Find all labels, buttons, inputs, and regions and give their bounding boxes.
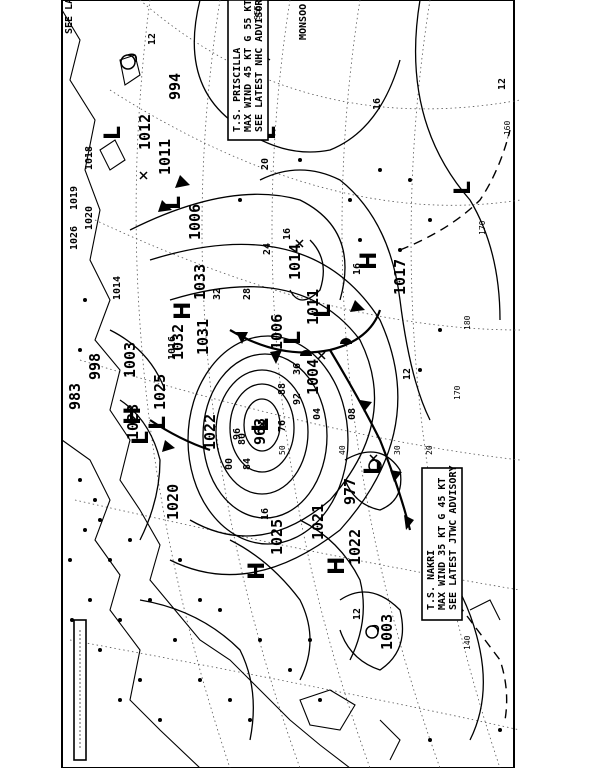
high-center: H [171,302,196,320]
top-label-monsoon: MONSOO [298,4,309,40]
isobar-label: 12 [402,368,413,380]
advisory-note: SEE LATEST NHC ADVISORY [254,0,265,132]
pressure-label: 1003 [121,342,139,378]
pressure-label: 998 [86,353,104,380]
isobar-label: 36 [292,363,303,375]
low-center: L [311,304,336,318]
pressure-label: 1033 [191,264,209,300]
lon-label: 170 [453,385,462,400]
isobar-label: 76 [277,420,288,432]
advisory-name: T.S. NAKRI [426,550,437,610]
isobars [109,0,511,741]
lat-label: 40 [338,445,347,455]
coastlines [61,9,501,768]
low-center: L [281,331,306,345]
lon-label: 180 [463,315,472,330]
pressure-label: 1017 [391,259,409,295]
low-center: L [129,431,154,445]
isobar-label: 80 [237,433,248,445]
pressure-label: 1022 [201,414,219,450]
advisory-box-nakri: T.S. NAKRI MAX WIND 35 KT G 45 KT SEE LA… [421,466,463,621]
lat-label: 50 [278,445,287,455]
pressure-label: 963 [251,418,269,445]
chart-frame [61,0,515,768]
pressure-label: 1022 [346,529,364,565]
high-center: H [357,252,382,270]
pressure-label: 1011 [156,139,174,175]
isobar-label: 12 [147,33,158,45]
isobar-label: 16 [372,98,383,110]
lon-label: -160 [503,121,512,140]
low-center: L [161,196,186,210]
pressure-label: 1014 [286,244,304,280]
isobar-value-labels: 12 16 20 24 28 32 36 04 08 00 96 92 88 8… [147,33,508,620]
isobar-label: 20 [260,158,271,170]
isobar-label: 16 [282,228,293,240]
isobar-label: 12 [497,78,508,90]
pressure-label: 1016 [167,336,178,360]
pressure-label: 1012 [136,114,154,150]
isobar-label: 92 [292,393,303,405]
isobar-label: 88 [277,383,288,395]
pressure-label: 1006 [186,204,204,240]
high-center: H [121,407,146,425]
graticule [69,0,521,768]
low-center: L [101,126,126,140]
pressure-label: 977 [341,478,359,505]
isobar-label: 08 [347,408,358,420]
pressure-label: 1020 [164,484,182,520]
pressure-label: 1014 [112,276,123,300]
pressure-labels: 994 1012 1011 1006 1033 1032 1031 1006 1… [66,73,409,650]
low-center: L [146,416,171,430]
lon-label: 140 [463,635,472,650]
tropical-storm-symbols [120,53,382,639]
advisory-wind: MAX WIND 45 KT G 55 KT [243,0,254,132]
pressure-label: 1025 [151,374,169,410]
low-center: L [451,181,476,195]
pressure-label: 994 [166,73,184,100]
advisory-note: SEE LATEST JTWC ADVISORY [448,466,459,611]
isobar-label: 96 [232,428,243,440]
pressure-label: 1004 [304,359,322,395]
pressure-label: 1006 [268,314,286,350]
pressure-label: 1026 [69,226,80,250]
lat-label: 30 [393,445,402,455]
pressure-label: 1020 [84,206,95,230]
station-observations [68,158,502,742]
isobar-label: 28 [242,288,253,300]
pressure-label: 1031 [194,319,212,355]
pressure-label: 1025 [268,519,286,555]
fronts [149,175,414,531]
pressure-label: 1019 [69,186,80,210]
pressure-label: 983 [66,383,84,410]
lat-label: 20 [425,445,434,455]
isobar-label: 32 [212,288,223,300]
isobar-label: 84 [242,458,253,470]
low-center: L [361,461,386,475]
edge-note: SEE LATEST [253,0,262,20]
advisory-box-priscilla: T.S. PRISCILLA MAX WIND 45 KT G 55 KT SE… [227,0,269,141]
isobar-label: 00 [224,458,235,470]
lon-label: 170 [478,220,487,235]
pressure-label: 1003 [378,614,396,650]
isobar-label: 04 [312,408,323,420]
high-center: H [245,562,270,580]
pressure-label: 1011 [304,289,322,325]
center-markers [139,171,378,463]
top-label-left: SEE LA [64,0,75,34]
pressure-label: 1023 [124,404,142,440]
pressure-label: 1018 [84,146,95,170]
isobar-label: 12 [352,608,363,620]
isobar-label: 16 [352,263,363,275]
pressure-label: 1021 [309,504,327,540]
isobar-label: 16 [260,508,271,520]
advisory-wind: MAX WIND 35 KT G 45 KT [437,478,448,610]
advisory-name: T.S. PRISCILLA [232,48,243,132]
isobar-label: 24 [262,243,273,255]
pressure-label: 1032 [169,324,187,360]
high-center: H [325,557,350,575]
